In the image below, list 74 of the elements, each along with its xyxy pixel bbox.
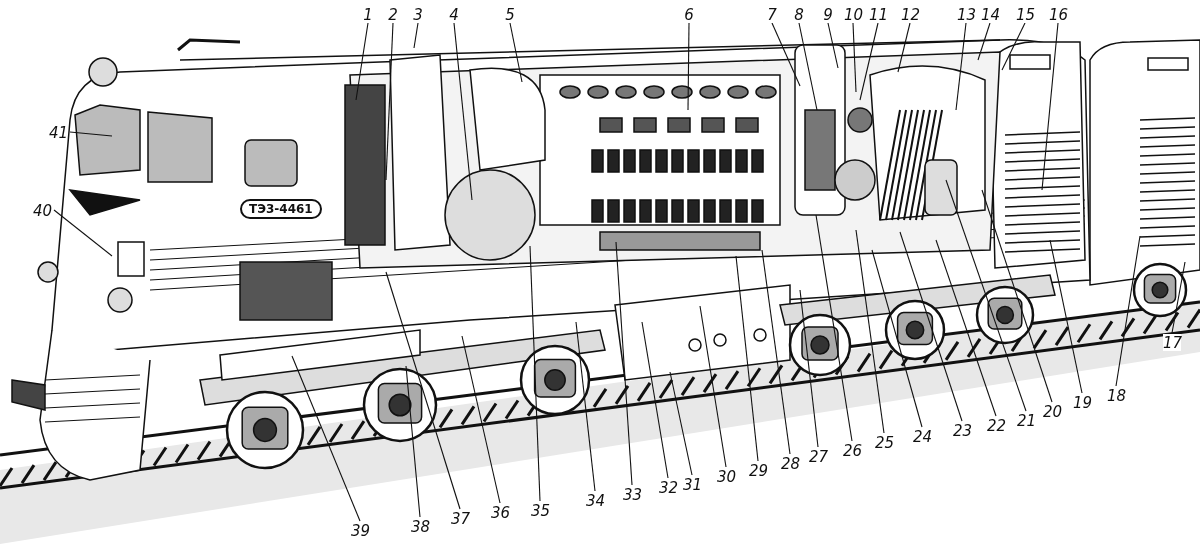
callout-number: 21 [1017,412,1035,429]
leader-line [977,22,991,61]
leader-line [405,365,421,518]
leader-line [575,321,596,492]
leader-line [529,245,541,502]
leader-line [687,22,690,111]
callout-number: 15 [1016,6,1034,23]
leader-line [355,22,369,101]
callout-number: 31 [683,476,701,493]
leader-line [385,22,394,181]
leader-line [855,229,885,434]
leader-line [761,249,791,455]
leader-line [615,241,633,486]
leader-line [771,22,801,87]
leader-line [1041,22,1059,191]
leader-line [735,255,759,462]
leader-line [413,22,419,49]
leader-line [852,22,857,93]
leader-line [53,209,113,257]
leader-line [899,231,963,422]
callout-number: 29 [749,462,767,479]
callout-number: 39 [351,522,369,539]
callout-number: 41 [49,124,67,141]
callout-number: 13 [957,6,975,23]
leader-line [859,22,879,101]
callout-number: 24 [913,428,931,445]
number-plate: ТЭ3-4461 [240,199,322,219]
leader-line [981,189,1053,403]
leader-line [871,249,923,428]
callout-number: 28 [781,455,799,472]
callout-number: 27 [809,448,827,465]
callout-number: 36 [491,504,509,521]
callout-number: 16 [1049,6,1067,23]
callout-number: 37 [451,510,469,527]
leader-line [509,22,523,83]
callout-number: 18 [1107,387,1125,404]
leader-line [815,214,853,442]
leader-line [669,371,693,476]
callout-number: 25 [875,434,893,451]
callout-number: 12 [901,6,919,23]
callout-number: 22 [987,417,1005,434]
callout-number: 20 [1043,403,1061,420]
callout-number: 32 [659,479,677,496]
callout-number: 33 [623,486,641,503]
leader-line [699,305,727,468]
leader-line [641,321,669,479]
callout-number: 17 [1163,334,1181,351]
leader-line [799,289,819,448]
leader-line [385,271,461,510]
leader-line [461,335,501,504]
callout-number: 34 [586,492,604,509]
leader-line [1049,239,1083,394]
leader-line [798,22,818,111]
callout-number: 11 [869,6,887,23]
callout-number: 30 [717,468,735,485]
leader-line [955,22,967,111]
callout-number: 38 [411,518,429,535]
callout-number: 10 [844,6,862,23]
callout-number: 26 [843,442,861,459]
callout-number: 35 [531,502,549,519]
leader-line [1001,22,1026,71]
callout-number: 23 [953,422,971,439]
leader-line [453,22,473,201]
leader-line [827,22,839,69]
leader-line [935,239,997,417]
leader-line [69,131,113,137]
leader-line [1115,235,1141,387]
callout-number: 14 [981,6,999,23]
leader-line [897,22,911,73]
leader-line [1171,261,1186,334]
leader-line [291,355,361,522]
callout-number: 40 [33,202,51,219]
leader-line [945,179,1027,412]
callout-number: 19 [1073,394,1091,411]
